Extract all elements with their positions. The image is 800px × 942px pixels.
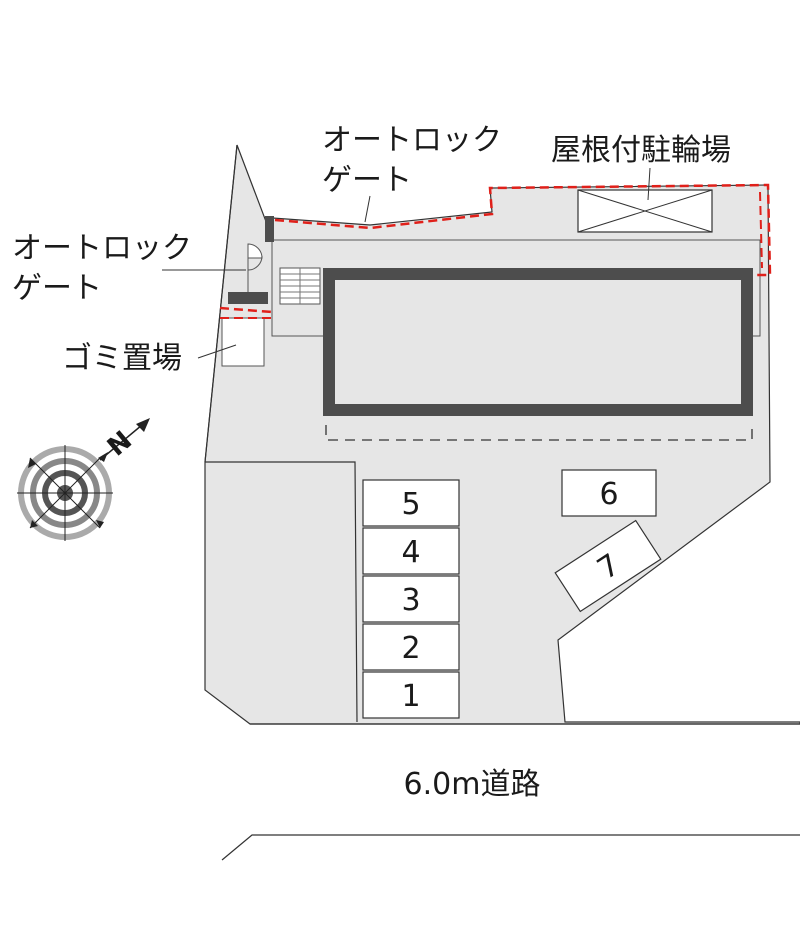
- gate-post-left: [228, 292, 268, 304]
- gate-left-dashed: [219, 306, 273, 314]
- gate-left-label-line1: オートロック: [12, 231, 192, 266]
- parking-space-6-label: 6: [599, 477, 618, 512]
- garbage-area: [221, 317, 265, 367]
- building-inner: [333, 278, 743, 406]
- stairs: [279, 267, 321, 305]
- leader-gate-top: [364, 195, 371, 223]
- parking-space-2: [362, 623, 460, 671]
- gate-top-label-line2: ゲート: [322, 163, 412, 198]
- garbage-label: ゴミ置場: [62, 341, 182, 376]
- parking-space-6: [561, 469, 657, 517]
- leader-garbage: [197, 344, 237, 359]
- parking-space-1: [362, 671, 460, 719]
- parking-column: 5 4 3 2 1: [362, 479, 460, 719]
- gate-post-top: [265, 216, 274, 242]
- parking-space-5: [362, 479, 460, 527]
- gate-right-dashed: [759, 191, 763, 269]
- gate-left-label-line2: ゲート: [12, 271, 102, 306]
- gate-top-label-line1: オートロック: [322, 123, 502, 158]
- parking-space-1-label: 1: [401, 679, 420, 714]
- road-label: 6.0m道路: [404, 767, 541, 802]
- lot-boundary: [205, 461, 358, 723]
- leader-bicycle: [647, 167, 651, 201]
- gate-top-dashed: [274, 183, 772, 277]
- parking-space-2-label: 2: [401, 631, 420, 666]
- building-eave-dashed: [325, 425, 753, 441]
- parking-space-7: [554, 519, 662, 613]
- north-label: N: [102, 426, 138, 463]
- bicycle-parking: [577, 189, 713, 233]
- parking-space-3-label: 3: [401, 583, 420, 618]
- parking-space-4-label: 4: [401, 535, 420, 570]
- bicycle-parking-label: 屋根付駐輪場: [551, 133, 731, 168]
- parking-space-7-group: 7: [554, 519, 662, 613]
- door-swing: [247, 243, 263, 292]
- compass-icon: [17, 418, 150, 541]
- parking-space-4: [362, 527, 460, 575]
- road-edge-bottom: [221, 834, 800, 861]
- parking-space-3: [362, 575, 460, 623]
- parking-space-5-label: 5: [401, 487, 420, 522]
- left-boundary: [204, 144, 238, 463]
